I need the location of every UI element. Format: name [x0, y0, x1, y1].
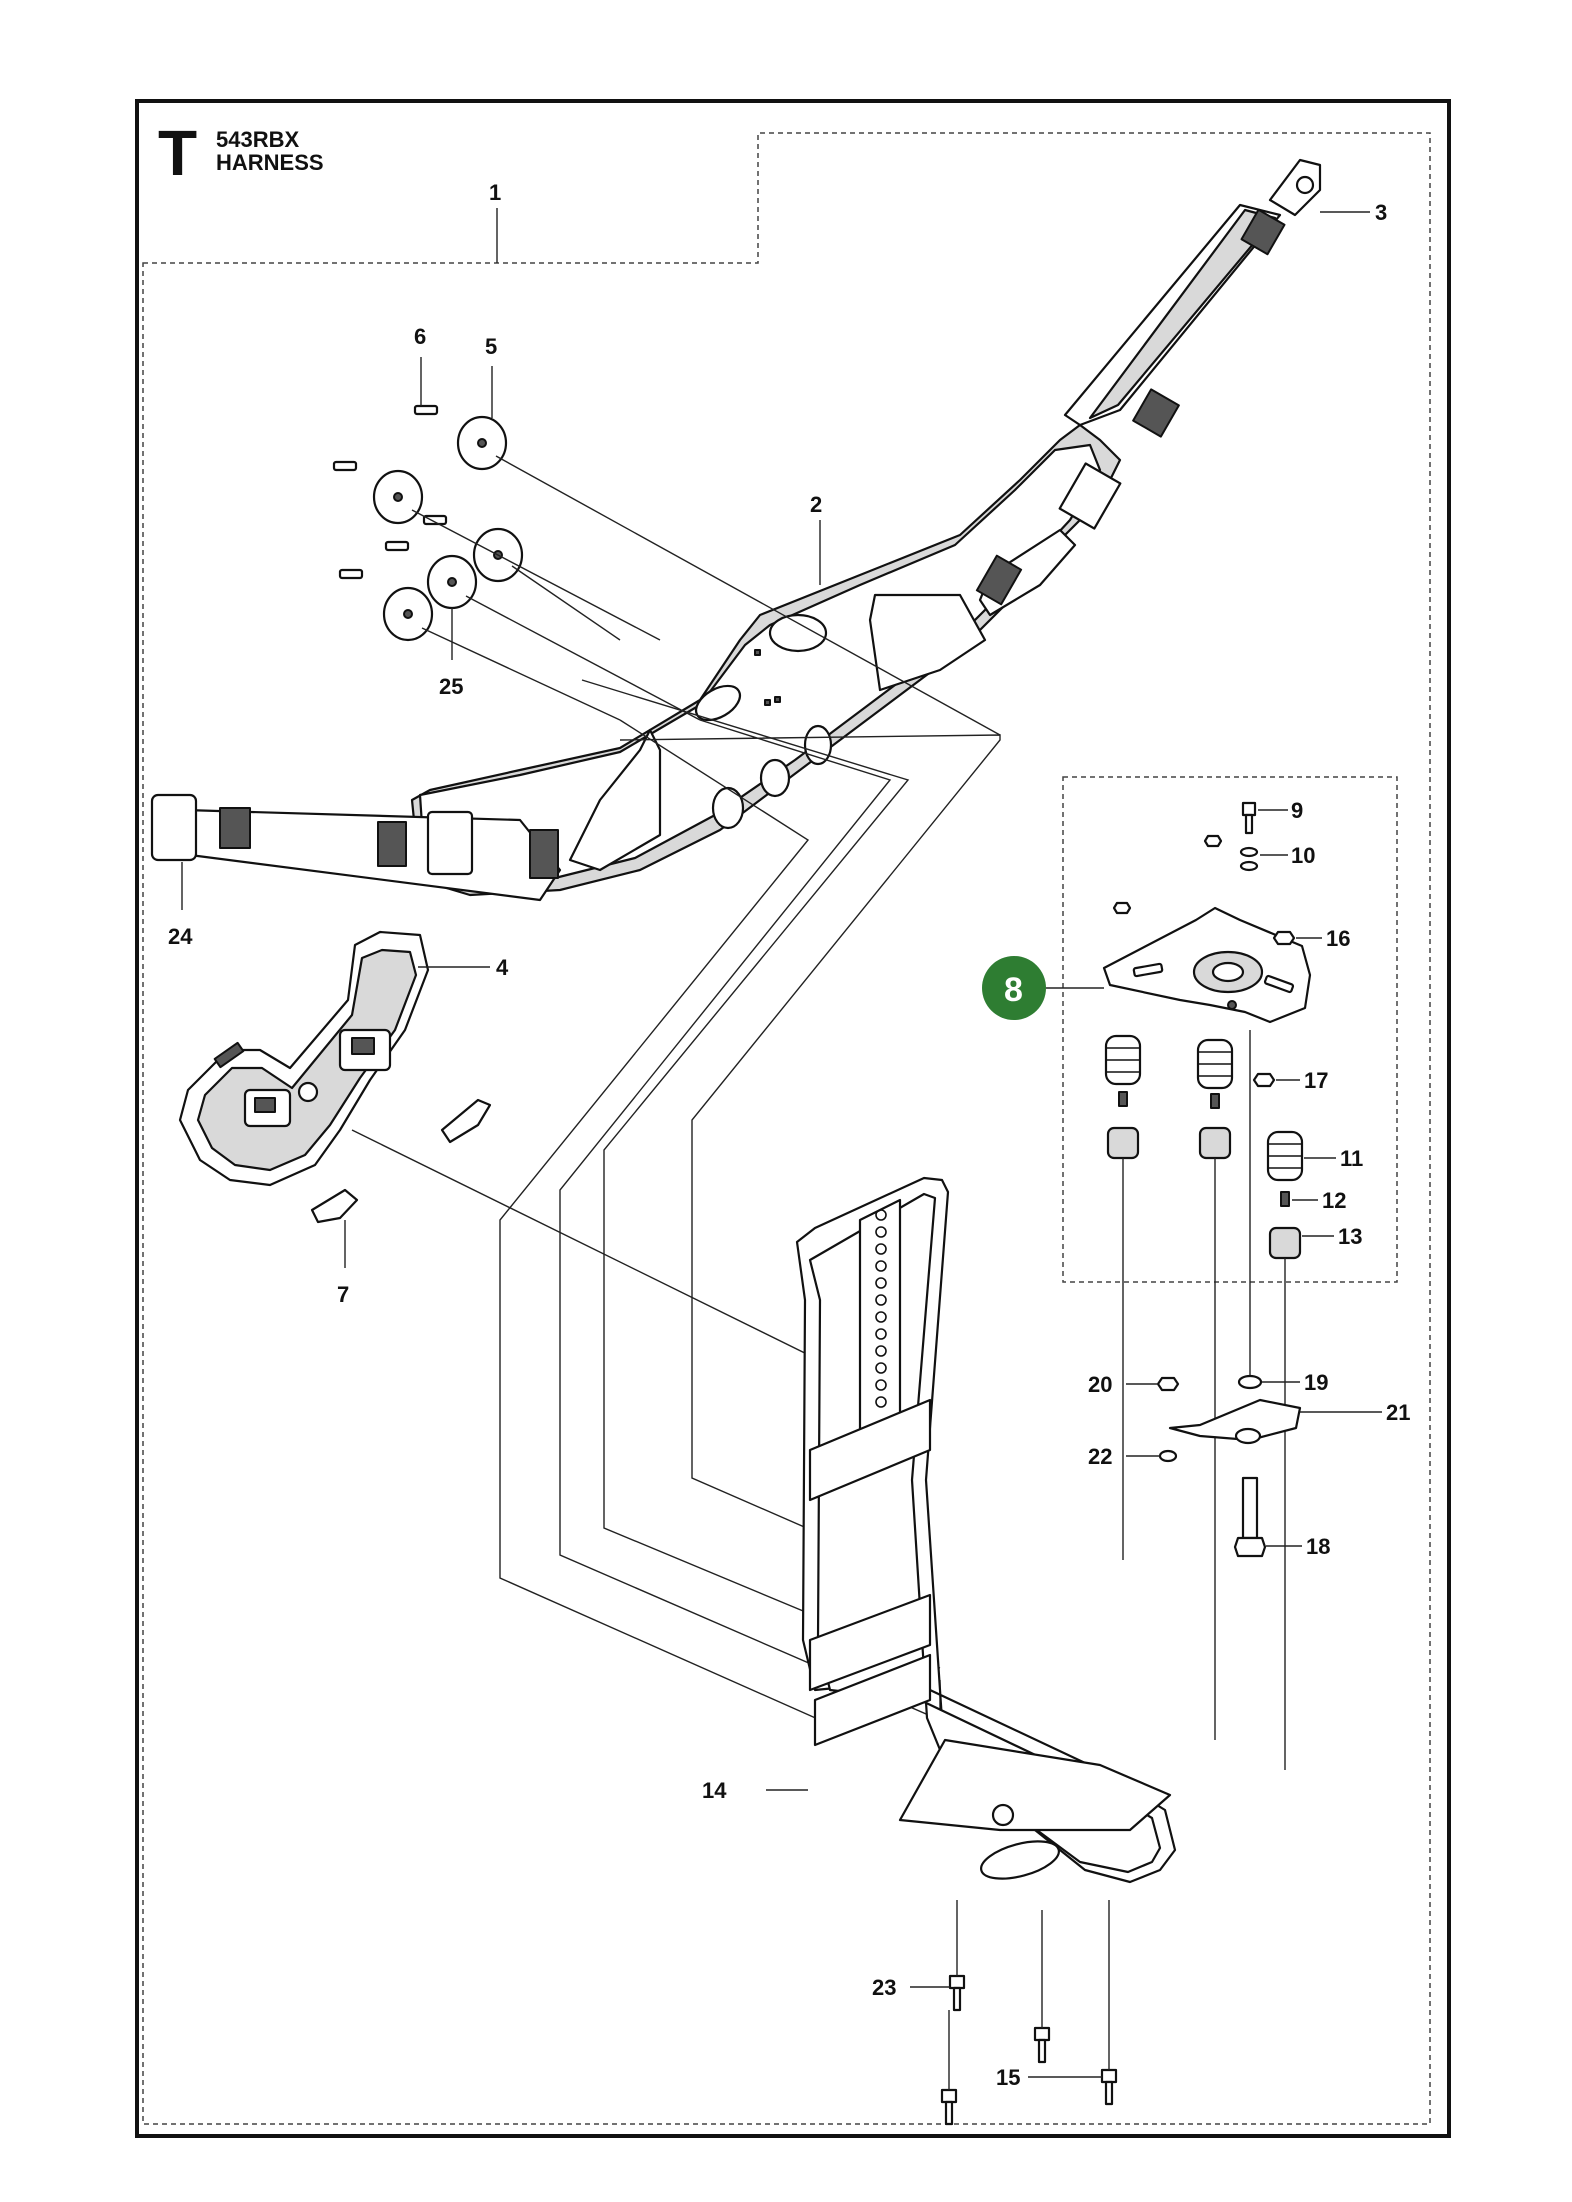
washer-leaders — [411, 455, 1001, 736]
callout-1: 1 — [489, 180, 501, 205]
nut-20 — [1156, 1376, 1180, 1392]
damper-drop-lines — [1122, 1030, 1286, 1770]
damper-assembly-boundary — [1062, 776, 1398, 1283]
callout-17: 17 — [1304, 1068, 1328, 1093]
callout-22: 22 — [1088, 1444, 1112, 1469]
waist-belt — [150, 793, 562, 902]
hip-pad — [178, 930, 492, 1224]
washers-and-screws — [332, 404, 524, 642]
washer-22 — [1158, 1449, 1178, 1463]
callout-2: 2 — [810, 492, 822, 517]
nut-16 — [1272, 930, 1296, 946]
nut-17 — [1252, 1072, 1276, 1088]
callout-20: 20 — [1088, 1372, 1112, 1397]
carry-frame — [795, 1176, 1177, 1884]
screw-23 — [948, 1974, 966, 2012]
callout-9: 9 — [1291, 798, 1303, 823]
shoulder-strap — [975, 158, 1322, 606]
model-name: 543RBX — [216, 127, 299, 152]
callout-3: 3 — [1375, 200, 1387, 225]
callout-24: 24 — [168, 924, 193, 949]
section-letter: T — [158, 117, 197, 189]
callout-25: 25 — [439, 674, 463, 699]
damper-plate — [1102, 906, 1312, 1024]
callout-16: 16 — [1326, 926, 1350, 951]
callout-7: 7 — [337, 1282, 349, 1307]
callout-10: 10 — [1291, 843, 1315, 868]
callout-15: 15 — [996, 2065, 1020, 2090]
callout-12: 12 — [1322, 1188, 1346, 1213]
screw-drop-lines — [948, 1900, 1110, 2090]
callout-19: 19 — [1304, 1370, 1328, 1395]
callout-13: 13 — [1338, 1224, 1362, 1249]
badge-8-label: 8 — [1004, 971, 1023, 1009]
callout-18: 18 — [1306, 1534, 1330, 1559]
screw-9 — [1241, 801, 1257, 835]
screws-15 — [940, 2026, 1118, 2126]
callout-21: 21 — [1386, 1400, 1410, 1425]
callout-11: 11 — [1340, 1146, 1363, 1171]
ground-strap-21 — [1168, 1398, 1302, 1445]
spring-dampers — [1104, 834, 1304, 1260]
callout-14: 14 — [702, 1778, 727, 1803]
callout-23: 23 — [872, 1975, 896, 2000]
assembly-1-boundary — [142, 132, 1431, 2125]
back-pad — [410, 423, 1122, 897]
callout-4: 4 — [496, 955, 509, 980]
hip-pad-leaders — [351, 1129, 891, 1396]
washer-19 — [1237, 1374, 1263, 1390]
bolt-18 — [1233, 1476, 1267, 1558]
washer-10 — [1239, 846, 1259, 872]
outer-frame — [135, 99, 1451, 2138]
diagram-title: HARNESS — [216, 150, 324, 175]
callout-5: 5 — [485, 334, 497, 359]
badge-8-circle — [982, 956, 1046, 1020]
callout-6: 6 — [414, 324, 426, 349]
